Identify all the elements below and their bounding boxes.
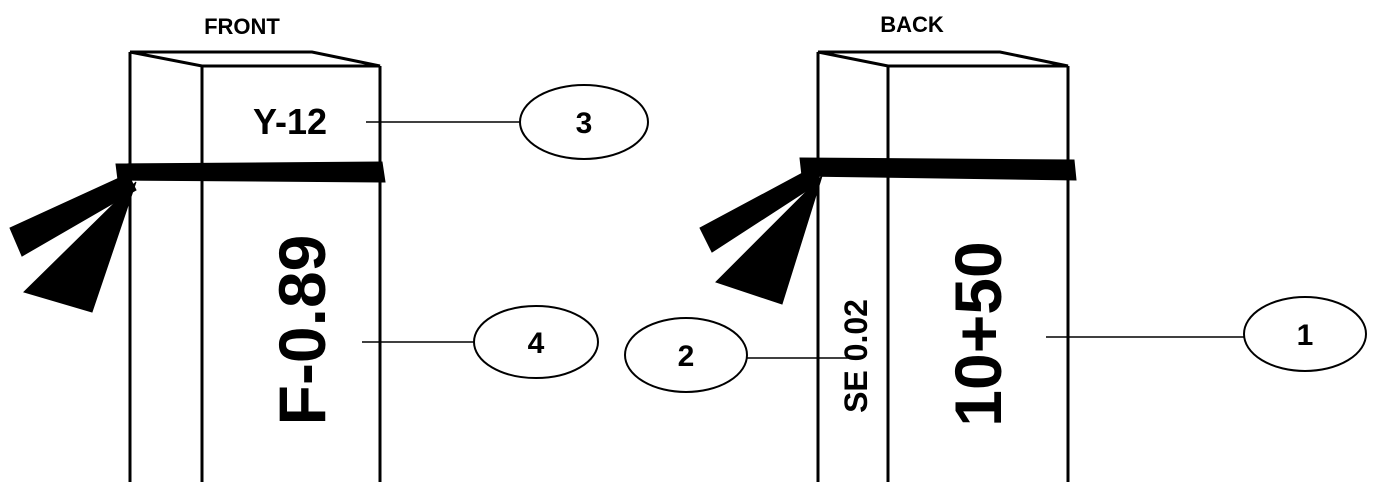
front-flagging-ribbon [9, 161, 386, 313]
back-stake-top-face [817, 50, 1069, 68]
front-stake-top-face [129, 50, 381, 68]
front-top-label: Y-12 [253, 101, 327, 142]
callout-3-bubble [519, 84, 649, 160]
back-side-label: SE 0.02 [838, 299, 874, 413]
front-view-title: FRONT [204, 14, 280, 39]
back-flagging-ribbon [699, 157, 1077, 305]
callout-4: 4 [362, 305, 599, 379]
callout-2-number: 2 [678, 340, 695, 373]
back-main-label: 10+50 [941, 241, 1015, 426]
callout-2: 2 [624, 317, 850, 393]
callout-4-number: 4 [528, 327, 545, 360]
callout-1-number: 1 [1297, 319, 1314, 352]
callout-1: 1 [1046, 296, 1367, 372]
front-stake: FRONT Y-12 F-0.89 [9, 14, 386, 482]
callout-3-number: 3 [576, 107, 593, 140]
callout-2-bubble [624, 317, 748, 393]
back-stake: BACK SE 0.02 10+50 [699, 12, 1077, 482]
front-main-label: F-0.89 [265, 235, 339, 426]
callout-1-bubble [1243, 296, 1367, 372]
callout-4-bubble [473, 305, 599, 379]
back-view-title: BACK [880, 12, 944, 37]
callout-3: 3 [366, 84, 649, 160]
